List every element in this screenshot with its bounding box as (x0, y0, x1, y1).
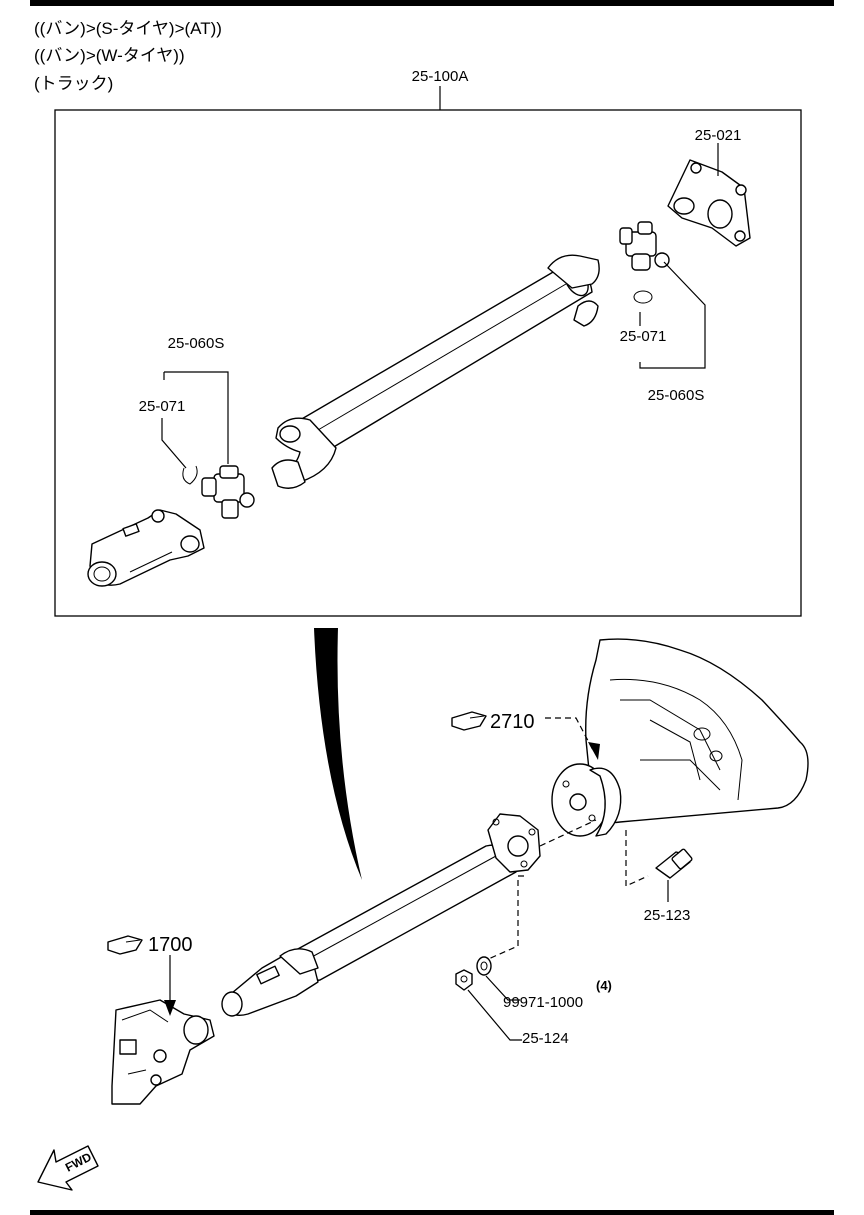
label-washer-qty: (4) (596, 978, 612, 993)
nut[interactable] (455, 969, 473, 991)
spider-rear[interactable] (619, 221, 670, 271)
label-25-060S-front[interactable]: 25-060S (168, 335, 225, 352)
slip-yoke[interactable] (87, 509, 205, 587)
fwd-arrow-icon (37, 1145, 99, 1191)
rear-yoke-installed[interactable] (487, 813, 541, 873)
label-25-060S-rear[interactable]: 25-060S (648, 387, 705, 404)
ref-2710[interactable]: 2710 (490, 711, 535, 733)
ref-1700[interactable]: 1700 (148, 934, 193, 956)
label-25-123[interactable]: 25-123 (644, 907, 691, 924)
transmission-tail (111, 999, 215, 1105)
label-25-071-front[interactable]: 25-071 (139, 398, 186, 415)
assembly-frame (54, 109, 802, 617)
snap-ring-front[interactable] (182, 465, 198, 485)
condition-1: ((バン)>(S-タイヤ)>(AT)) (34, 19, 222, 38)
view-transition-mark (314, 628, 362, 880)
leader-1700-arrow (164, 1000, 176, 1016)
washer[interactable] (476, 956, 492, 976)
leader-25-071-front (161, 418, 187, 469)
condition-3: (トラック) (34, 74, 114, 93)
label-99971-1000[interactable]: 99971-1000 (503, 994, 583, 1011)
nut-path (485, 875, 524, 961)
leader-25-060S-rear (639, 261, 706, 369)
condition-2: ((バン)>(W-タイヤ)) (34, 46, 185, 65)
leader-2710-arrow (588, 742, 600, 760)
leader-25-060S-front (164, 371, 229, 464)
top-rule (30, 0, 834, 6)
companion-flange[interactable] (551, 763, 622, 837)
snap-ring-rear[interactable] (633, 290, 653, 304)
label-25-100A[interactable]: 25-100A (412, 68, 469, 85)
label-25-124[interactable]: 25-124 (522, 1030, 569, 1047)
leader-2710 (545, 717, 595, 753)
tube-yoke-rear[interactable] (547, 254, 600, 327)
label-25-021[interactable]: 25-021 (695, 127, 742, 144)
flange-yoke[interactable] (667, 159, 751, 247)
differential-housing (585, 638, 809, 824)
hand-icon-2710 (451, 711, 487, 731)
spider-front[interactable] (201, 465, 255, 519)
tube-yoke-front[interactable] (271, 417, 337, 489)
shaft-tube-exploded[interactable] (299, 260, 593, 450)
bottom-rule (30, 1210, 834, 1215)
flange-align-line (539, 819, 597, 847)
leader-99971-1000 (485, 975, 520, 1001)
slip-yoke-installed[interactable] (221, 948, 319, 1017)
leader-25-124 (467, 989, 522, 1041)
bolt[interactable] (655, 848, 693, 879)
hand-icon-1700 (107, 935, 143, 955)
label-25-071-rear[interactable]: 25-071 (620, 328, 667, 345)
bolt-path (625, 830, 649, 887)
